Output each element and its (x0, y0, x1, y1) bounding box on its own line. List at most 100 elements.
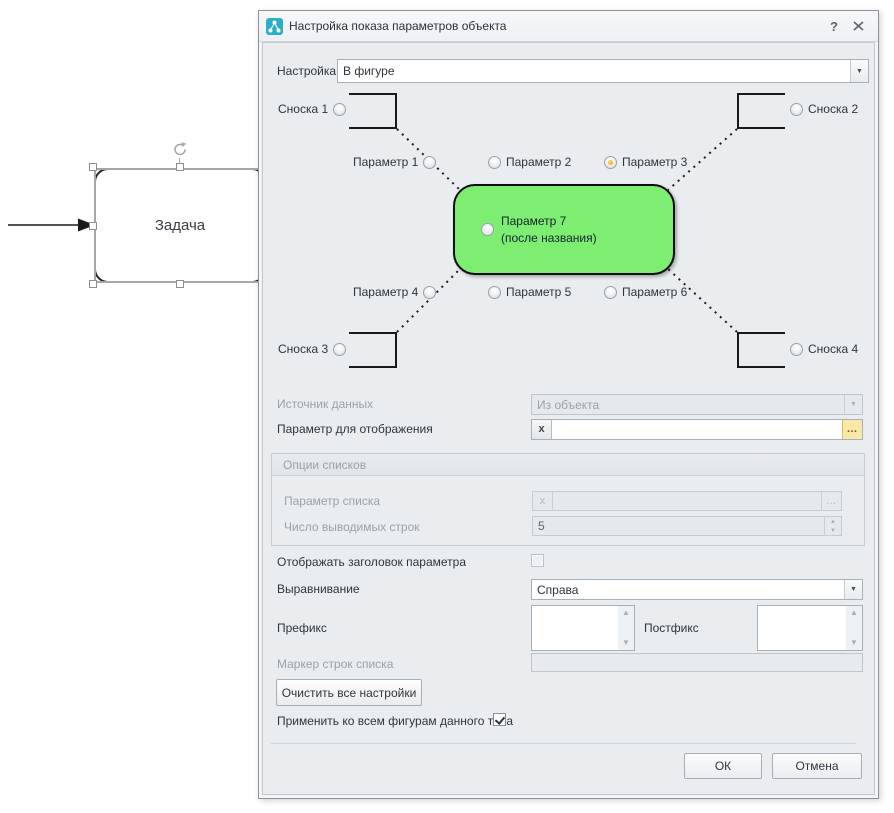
clear-value-button[interactable]: x (532, 420, 552, 439)
radio-selected-icon[interactable] (604, 155, 617, 169)
resize-handle-top-left[interactable] (89, 163, 97, 171)
spin-up-icon: ▲ (830, 518, 836, 525)
spinner-buttons: ▲ ▼ (824, 517, 841, 535)
list-options-group: Опции списков Параметр списка x … Число … (271, 453, 865, 546)
radio-option-snoska-2[interactable]: Сноска 2 (790, 102, 858, 116)
prefix-scrollbar[interactable]: ▲ ▼ (618, 606, 634, 650)
postfix-label: Постфикс (644, 621, 699, 635)
radio-icon[interactable] (488, 155, 501, 169)
rows-count-label: Число выводимых строк (284, 520, 420, 534)
radio-option-param-6[interactable]: Параметр 6 (604, 285, 687, 299)
settings-combobox-dropdown-button[interactable]: ▼ (850, 60, 868, 82)
display-parameter-field[interactable]: x … (531, 419, 863, 440)
list-parameter-field: x … (532, 491, 842, 511)
radio-label: Сноска 2 (808, 102, 859, 116)
radio-label: Параметр 5 (506, 285, 572, 299)
data-source-value: Из объекта (537, 398, 600, 412)
ok-button[interactable]: ОК (684, 753, 762, 779)
resize-handle-left[interactable] (89, 221, 97, 230)
radio-label: Сноска 1 (278, 102, 329, 116)
chevron-down-icon: ▼ (850, 401, 857, 408)
group-title: Опции списков (283, 457, 367, 472)
display-parameter-label: Параметр для отображения (277, 422, 433, 436)
dialog-client-area: Настройка В фигуре ▼ Сноска 1 (262, 42, 875, 795)
task-shape-label: Задача (154, 217, 206, 234)
rows-count-spinner: 5 ▲ ▼ (532, 516, 842, 536)
prefix-label: Префикс (277, 621, 327, 635)
button-label: ОК (714, 759, 732, 773)
scroll-up-icon: ▲ (622, 608, 630, 617)
settings-combobox[interactable]: В фигуре ▼ (337, 59, 869, 83)
ellipsis-icon: … (846, 423, 859, 435)
chevron-down-icon: ▼ (856, 67, 863, 75)
show-header-checkbox (531, 554, 544, 567)
callout-box-bottom-right (737, 332, 785, 368)
radio-option-snoska-1[interactable]: Сноска 1 (278, 102, 347, 116)
data-source-dropdown-button: ▼ (844, 395, 862, 414)
postfix-textarea[interactable]: ▲ ▼ (757, 605, 863, 651)
callout-box-top-left (349, 93, 397, 129)
position-preview-panel: Сноска 1 Сноска 2 Параметр 1 Параметр 2 … (263, 91, 874, 388)
postfix-scrollbar[interactable]: ▲ ▼ (846, 606, 862, 650)
dialog-title: Настройка показа параметров объекта (289, 19, 507, 33)
resize-handle-bottom-center[interactable] (176, 280, 184, 288)
radio-icon[interactable] (333, 102, 347, 116)
postfix-value[interactable] (758, 606, 846, 650)
radio-icon[interactable] (423, 155, 437, 169)
resize-handle-top-center[interactable] (176, 163, 184, 171)
cancel-button[interactable]: Отмена (772, 753, 862, 779)
data-source-label: Источник данных (277, 397, 374, 411)
alignment-combobox[interactable]: Справа ▼ (531, 579, 863, 600)
incoming-arrow[interactable] (6, 215, 98, 235)
prefix-value[interactable] (532, 606, 618, 650)
radio-icon[interactable] (423, 285, 437, 299)
radio-option-param-4[interactable]: Параметр 4 (353, 285, 437, 299)
clear-all-settings-button[interactable]: Очистить все настройки (276, 679, 422, 706)
help-button[interactable]: ? (822, 16, 846, 36)
task-shape[interactable]: Задача (89, 142, 266, 288)
list-marker-label: Маркер строк списка (277, 657, 394, 671)
chevron-down-icon: ▼ (850, 586, 857, 593)
spin-down-icon: ▼ (830, 527, 836, 534)
app-icon (266, 17, 283, 35)
radio-label: Параметр 6 (622, 285, 688, 299)
radio-option-snoska-4[interactable]: Сноска 4 (790, 342, 858, 356)
ellipsis-icon: … (825, 494, 838, 507)
radio-label: Параметр 2 (506, 155, 572, 169)
radio-option-snoska-3[interactable]: Сноска 3 (278, 342, 347, 356)
rotate-handle-icon[interactable] (171, 140, 189, 158)
radio-icon[interactable] (333, 342, 347, 356)
radio-option-param-3-selected[interactable]: Параметр 3 (604, 155, 687, 169)
button-label: Очистить все настройки (281, 685, 417, 700)
apply-to-all-label: Применить ко всем фигурам данного типа (277, 714, 514, 728)
radio-label: Сноска 3 (278, 342, 329, 356)
radio-option-param-7[interactable] (481, 223, 494, 236)
radio-option-param-1[interactable]: Параметр 1 (353, 155, 437, 169)
radio-option-param-5[interactable]: Параметр 5 (488, 285, 571, 299)
apply-to-all-checkbox[interactable] (493, 713, 506, 726)
alignment-label: Выравнивание (277, 582, 360, 596)
radio-icon[interactable] (488, 285, 501, 299)
radio-icon[interactable] (790, 102, 803, 116)
resize-handle-bottom-left[interactable] (89, 280, 97, 288)
radio-icon[interactable] (604, 285, 617, 299)
dialog-titlebar[interactable]: Настройка показа параметров объекта ? (259, 11, 878, 42)
dialog-object-parameters: Настройка показа параметров объекта ? На… (258, 10, 879, 799)
display-parameter-input[interactable] (552, 420, 842, 439)
scroll-down-icon: ▼ (850, 638, 858, 647)
list-parameter-label: Параметр списка (284, 494, 381, 508)
rows-count-value: 5 (538, 519, 545, 533)
prefix-textarea[interactable]: ▲ ▼ (531, 605, 635, 651)
radio-icon[interactable] (790, 342, 803, 356)
radio-option-param-2[interactable]: Параметр 2 (488, 155, 571, 169)
close-button[interactable] (846, 16, 870, 36)
ellipsis-browse-button[interactable]: … (842, 420, 862, 439)
data-source-combobox: Из объекта ▼ (531, 394, 863, 415)
shape-preview-green: Параметр 7(после названия) (453, 184, 675, 275)
callout-box-bottom-left (349, 332, 397, 368)
alignment-dropdown-button[interactable]: ▼ (844, 580, 862, 599)
list-marker-field (531, 653, 863, 672)
radio-label: Параметр 1 (353, 155, 419, 169)
clear-icon: x (539, 494, 546, 507)
